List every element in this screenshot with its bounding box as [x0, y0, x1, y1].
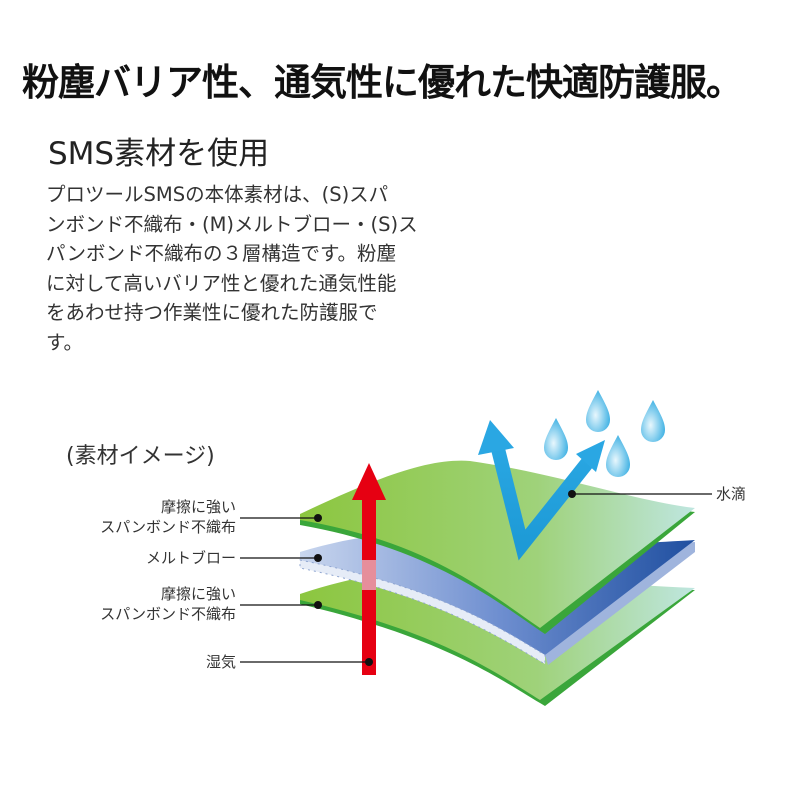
label-water: 水滴	[716, 485, 747, 503]
section-subtitle: SMS素材を使用	[48, 136, 270, 172]
description-line: す。	[46, 330, 84, 354]
description-line: をあわせ持つ作業性に優れた防護服で	[46, 301, 378, 324]
label-line: スパンボンド不織布	[100, 605, 236, 623]
water-deflection-arrow-icon	[478, 420, 605, 561]
label-line: スパンボンド不織布	[100, 518, 236, 536]
description-line: に対して高いバリア性と優れた通気性能	[46, 271, 397, 295]
label-moisture: 湿気	[205, 653, 236, 671]
label-line: 摩擦に強い	[160, 585, 236, 603]
page-title: 粉塵バリア性、通気性に優れた快適防護服。	[22, 61, 743, 104]
description-line: パンボンド不織布の３層構造です。粉塵	[46, 242, 397, 265]
description-line: プロツールSMSの本体素材は、(S)スパ	[46, 183, 389, 206]
description: プロツールSMSの本体素材は、(S)スパ ンボンド不織布・(M)メルトブロー・(…	[46, 180, 418, 357]
top-spunbond-layer	[300, 460, 695, 634]
water-drops-icon	[544, 390, 665, 477]
leader-lines	[240, 493, 712, 663]
label-bottom-layer: 摩擦に強い スパンボンド不織布	[100, 584, 236, 624]
leader-dots	[314, 490, 576, 666]
description-line: ンボンド不織布・(M)メルトブロー・(S)ス	[46, 212, 418, 236]
label-top-layer: 摩擦に強い スパンボンド不織布	[100, 497, 236, 537]
diagram-caption: (素材イメージ)	[66, 444, 215, 469]
label-line: 摩擦に強い	[160, 498, 236, 516]
moisture-arrow-icon	[352, 463, 386, 675]
label-middle-layer: メルトブロー	[145, 549, 236, 567]
